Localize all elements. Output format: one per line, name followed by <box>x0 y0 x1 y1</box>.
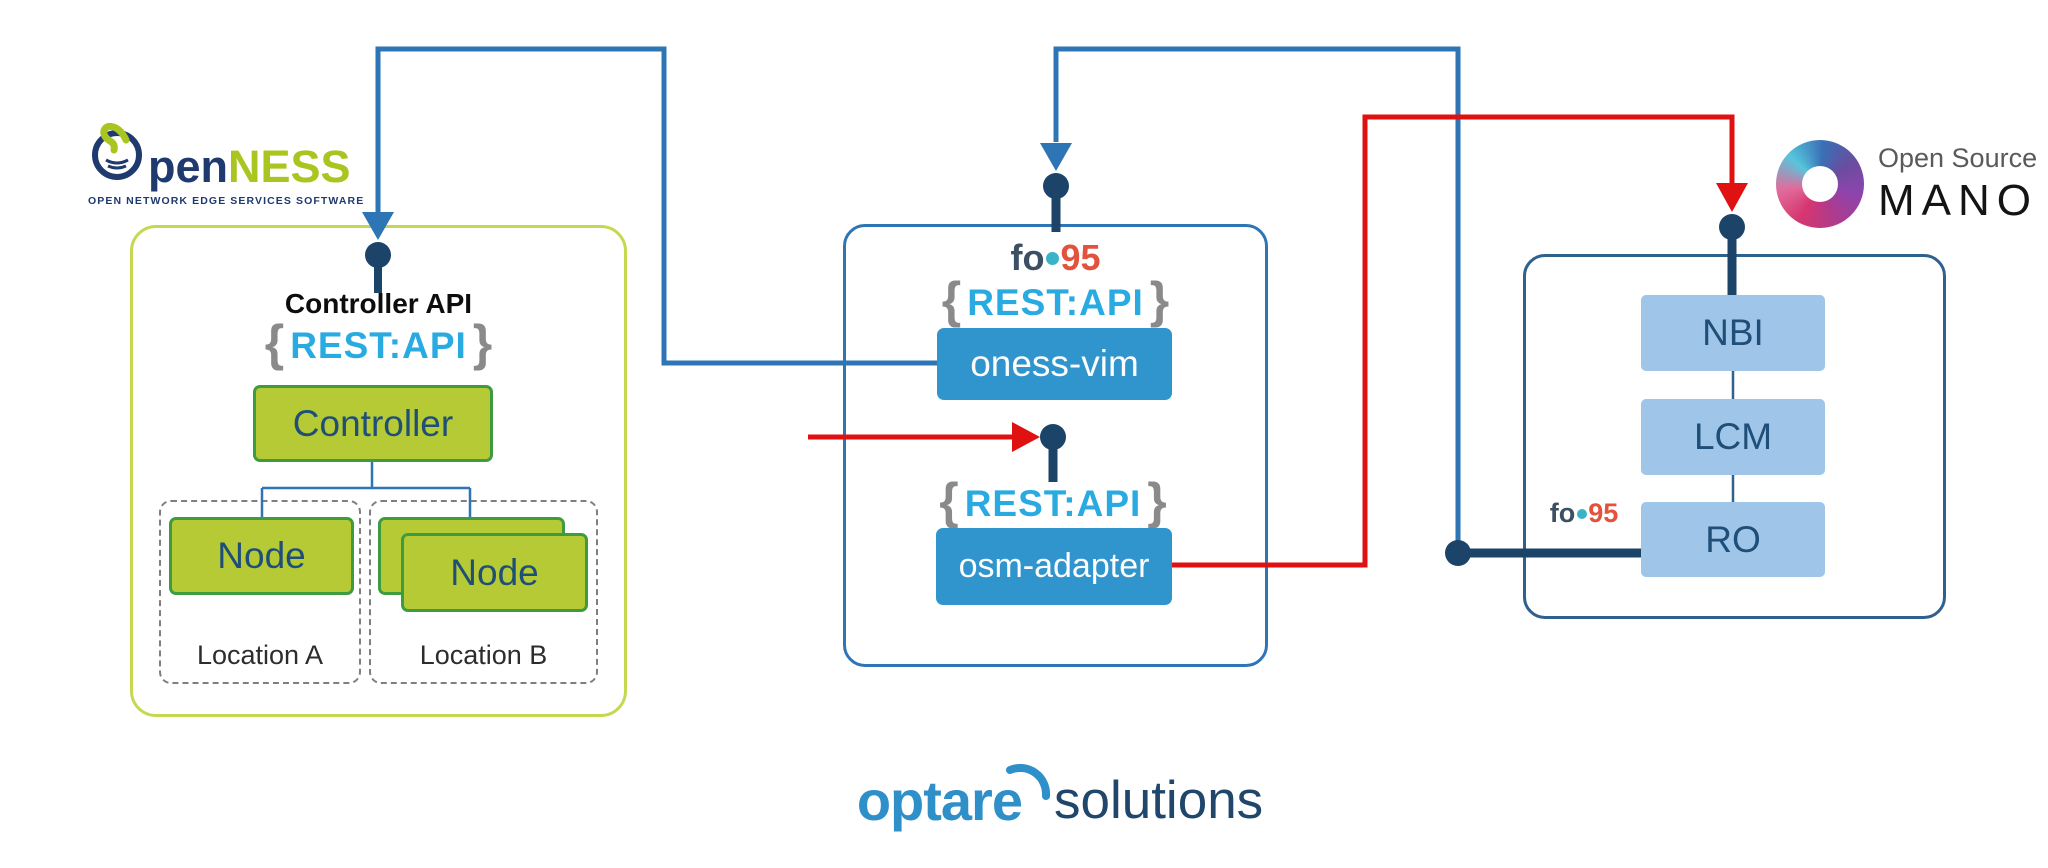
lcm-label: LCM <box>1693 416 1773 457</box>
fog05-9: 9 <box>1588 498 1604 528</box>
port-dot-vim <box>1043 173 1069 199</box>
openness-word-open: pen <box>148 140 229 192</box>
brace-close: } <box>472 315 493 371</box>
optare-suffix: solutions <box>1053 771 1264 830</box>
mano-label: MANO <box>1878 175 2038 225</box>
optare-solutions-logo: optare solutions <box>800 764 1320 833</box>
rest-api-badge-adapter: { REST:API } <box>843 476 1263 526</box>
node-label: Node <box>217 535 306 576</box>
brace-close: } <box>1149 272 1170 328</box>
fog05-fo: fo <box>1549 498 1576 528</box>
fog05-9: 9 <box>1060 237 1081 278</box>
mano-logo: Open Source MANO <box>1776 140 2038 228</box>
arrow-down-osm-icon <box>1716 183 1748 212</box>
brace-open: { <box>939 473 959 529</box>
fog05-5: 5 <box>1603 498 1619 528</box>
openness-swan-icon <box>88 118 146 187</box>
arrow-down-controller-icon <box>362 212 394 240</box>
arrow-down-fog05-icon <box>1040 143 1072 171</box>
controller-box: Controller <box>253 385 493 462</box>
controller-node-tree-line <box>260 462 472 518</box>
openness-word-ness: NESS <box>228 140 351 192</box>
lcm-box: LCM <box>1641 399 1825 475</box>
brace-close: } <box>1147 473 1167 529</box>
connector-adapter-to-osm-line <box>1172 114 1735 568</box>
controller-api-title: Controller API <box>284 288 473 319</box>
port-dot-nbi <box>1719 214 1745 240</box>
location-a-group <box>159 500 361 684</box>
fog05-o-icon <box>1577 508 1588 519</box>
fog05-5: 5 <box>1080 237 1101 278</box>
connector-ro-to-vim-line <box>1053 46 1461 550</box>
openness-panel <box>130 225 627 717</box>
ro-label: RO <box>1705 518 1761 560</box>
arrow-right-adapter-icon <box>1012 422 1040 452</box>
osm-adapter-label: osm-adapter <box>958 547 1150 585</box>
port-dot-ro <box>1445 540 1471 566</box>
location-b-label: Location B <box>419 640 548 670</box>
port-dot-controller <box>365 242 391 268</box>
node-b-box: Node <box>401 533 588 612</box>
connector-vim-to-controller-line <box>375 46 937 366</box>
openness-tagline: OPEN NETWORK EDGE SERVICES SOFTWARE <box>88 195 365 207</box>
node-a-box: Node <box>169 517 354 595</box>
nbi-box: NBI <box>1641 295 1825 371</box>
rest-api-label: REST:API <box>964 483 1142 524</box>
brace-open: { <box>264 315 285 371</box>
mano-torus-icon <box>1776 140 1864 228</box>
rest-api-badge-controller: { REST:API } <box>130 318 627 369</box>
fog05-o-icon <box>1046 251 1060 265</box>
optare-brand: optare <box>856 769 1023 832</box>
mano-open-source-label: Open Source <box>1878 142 2038 173</box>
location-b-group <box>369 500 598 684</box>
rest-api-badge-vim: { REST:API } <box>843 275 1268 326</box>
nbi-label: NBI <box>1702 312 1764 353</box>
oness-vim-label: oness-vim <box>970 343 1139 384</box>
fog05-fo: fo <box>1010 237 1045 278</box>
port-dot-adapter <box>1040 424 1066 450</box>
rest-api-label: REST:API <box>290 325 467 366</box>
oness-vim-box: oness-vim <box>937 328 1172 400</box>
openness-logo: penNESS OPEN NETWORK EDGE SERVICES SOFTW… <box>88 118 364 207</box>
controller-label: Controller <box>292 402 454 444</box>
location-a-label: Location A <box>196 640 324 670</box>
brace-open: { <box>941 272 962 328</box>
optare-swoosh-icon <box>1005 760 1052 807</box>
node-label: Node <box>450 551 539 593</box>
rest-api-label: REST:API <box>967 282 1144 323</box>
ro-box: RO <box>1641 502 1825 577</box>
osm-adapter-box: osm-adapter <box>936 528 1172 605</box>
